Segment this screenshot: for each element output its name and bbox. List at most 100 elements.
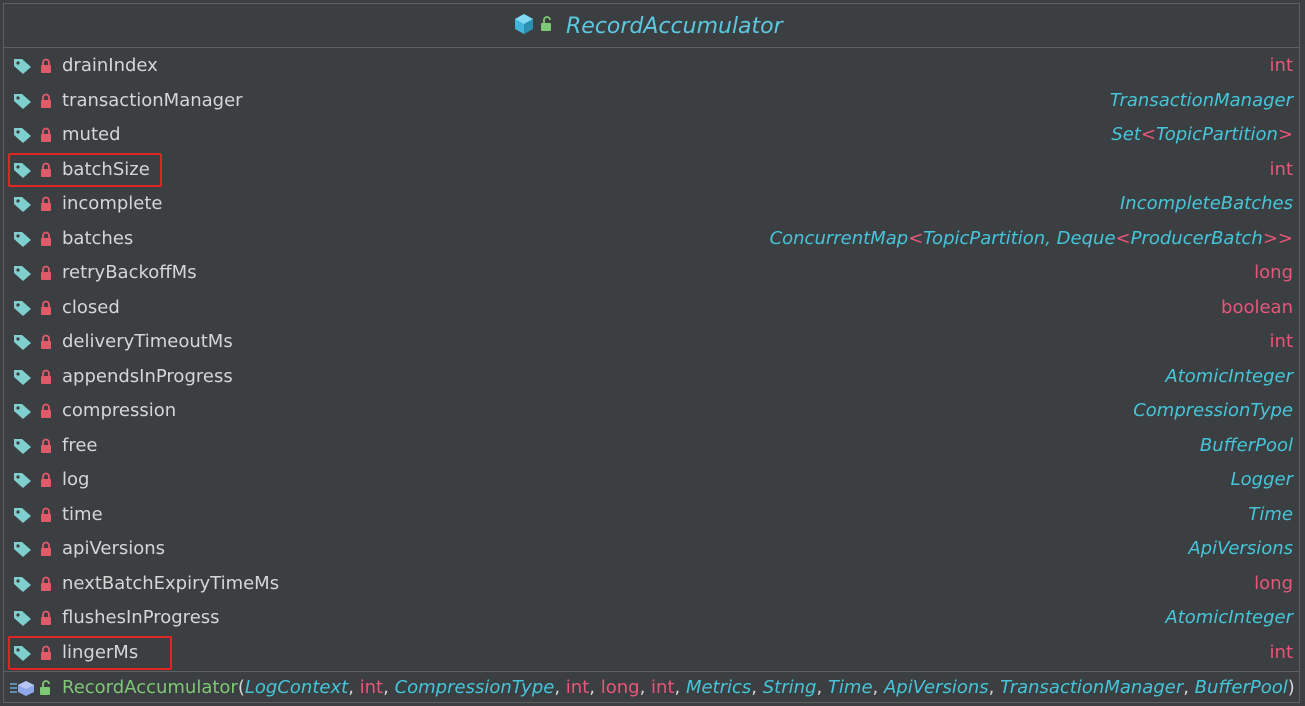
open-paren: ( bbox=[237, 677, 245, 698]
field-row-free[interactable]: free BufferPool bbox=[4, 429, 1299, 464]
field-row-flushesInProgress[interactable]: flushesInProgress AtomicInteger bbox=[4, 601, 1299, 636]
constructor-param: LogContext bbox=[244, 677, 349, 698]
field-type-part: TopicPartition bbox=[923, 227, 1046, 249]
constructor-param: int bbox=[651, 677, 675, 698]
constructor-param: ApiVersions bbox=[883, 677, 989, 698]
param-separator: , bbox=[589, 677, 601, 698]
param-separator: , bbox=[751, 677, 763, 698]
field-type: boolean bbox=[1221, 297, 1293, 318]
constructor-method-icon bbox=[10, 680, 36, 700]
param-separator: , bbox=[383, 677, 395, 698]
field-name: retryBackoffMs bbox=[62, 262, 197, 283]
field-tag-icon bbox=[12, 126, 34, 144]
constructor-icons bbox=[10, 680, 53, 700]
field-type-part: ProducerBatch bbox=[1130, 227, 1263, 249]
field-name: compression bbox=[62, 400, 177, 421]
field-type-part: TopicPartition bbox=[1155, 124, 1278, 145]
constructor-row[interactable]: RecordAccumulator(LogContext, int, Compr… bbox=[4, 671, 1299, 703]
param-separator: , bbox=[348, 677, 360, 698]
field-name: incomplete bbox=[62, 193, 163, 214]
field-type: Time bbox=[1248, 504, 1293, 525]
private-lock-icon bbox=[40, 196, 52, 212]
field-type-part: long bbox=[1254, 262, 1293, 283]
field-tag-icon bbox=[12, 92, 34, 110]
constructor-param: int bbox=[359, 677, 384, 698]
field-type-part: boolean bbox=[1221, 296, 1293, 318]
constructor-param: CompressionType bbox=[394, 677, 555, 698]
field-type-part: long bbox=[1254, 572, 1293, 594]
field-type: ConcurrentMap<TopicPartition, Deque<Prod… bbox=[770, 228, 1293, 249]
constructor-param: int bbox=[565, 677, 590, 698]
field-type: Logger bbox=[1231, 469, 1293, 490]
private-lock-icon bbox=[40, 231, 52, 247]
private-lock-icon bbox=[40, 576, 52, 592]
field-type: long bbox=[1254, 262, 1293, 283]
field-type-part: AtomicInteger bbox=[1165, 607, 1293, 628]
param-separator: , bbox=[816, 677, 828, 698]
field-row-compression[interactable]: compression CompressionType bbox=[4, 394, 1299, 429]
field-type: CompressionType bbox=[1133, 400, 1293, 421]
field-row-lingerMs[interactable]: lingerMs int bbox=[4, 635, 1299, 671]
class-cube-icon bbox=[514, 13, 534, 39]
field-name: muted bbox=[62, 124, 121, 145]
field-type-part: Time bbox=[1248, 503, 1293, 525]
field-name: free bbox=[62, 434, 98, 456]
constructor-params: LogContext, int, CompressionType, int, l… bbox=[245, 677, 1288, 698]
field-type: int bbox=[1270, 55, 1293, 76]
field-tag-icon bbox=[12, 471, 34, 489]
field-type: long bbox=[1254, 573, 1293, 594]
field-row-muted[interactable]: muted Set<TopicPartition> bbox=[4, 118, 1299, 153]
field-tag-icon bbox=[12, 506, 34, 524]
field-type: AtomicInteger bbox=[1165, 366, 1293, 387]
private-lock-icon bbox=[40, 403, 52, 419]
constructor-param: Metrics bbox=[685, 677, 752, 698]
field-tag-icon bbox=[12, 402, 34, 420]
field-type: ApiVersions bbox=[1188, 538, 1293, 559]
field-type-part: int bbox=[1269, 331, 1293, 352]
field-type: Set<TopicPartition> bbox=[1111, 124, 1293, 145]
param-separator: , bbox=[674, 677, 686, 698]
field-type-part: < bbox=[1140, 124, 1156, 145]
field-type-part: ApiVersions bbox=[1188, 538, 1293, 559]
field-name: lingerMs bbox=[62, 641, 139, 663]
private-lock-icon bbox=[40, 610, 52, 626]
unlocked-icon bbox=[39, 680, 53, 700]
param-separator: , bbox=[1183, 677, 1195, 698]
private-lock-icon bbox=[40, 127, 52, 143]
class-title: RecordAccumulator bbox=[566, 13, 783, 39]
field-type: int bbox=[1270, 331, 1293, 352]
private-lock-icon bbox=[40, 58, 52, 74]
field-row-log[interactable]: log Logger bbox=[4, 463, 1299, 498]
field-name: batches bbox=[62, 227, 134, 249]
private-lock-icon bbox=[40, 507, 52, 523]
field-type-part: < bbox=[1115, 227, 1131, 249]
field-name: flushesInProgress bbox=[62, 607, 220, 628]
constructor-param: BufferPool bbox=[1194, 677, 1288, 698]
constructor-param: TransactionManager bbox=[1000, 677, 1184, 698]
private-lock-icon bbox=[40, 334, 52, 350]
field-type-part: int bbox=[1269, 158, 1293, 180]
field-type-part: int bbox=[1269, 641, 1293, 663]
field-name: log bbox=[62, 469, 90, 490]
constructor-name: RecordAccumulator bbox=[62, 677, 238, 698]
field-tag-icon bbox=[12, 644, 34, 662]
field-type-part: BufferPool bbox=[1199, 434, 1293, 456]
private-lock-icon bbox=[40, 93, 52, 109]
field-name: transactionManager bbox=[62, 89, 243, 111]
field-row-retryBackoffMs[interactable]: retryBackoffMs long bbox=[4, 256, 1299, 291]
param-separator: , bbox=[639, 677, 652, 698]
private-lock-icon bbox=[40, 369, 52, 385]
constructor-signature: RecordAccumulator(LogContext, int, Compr… bbox=[62, 677, 1295, 698]
